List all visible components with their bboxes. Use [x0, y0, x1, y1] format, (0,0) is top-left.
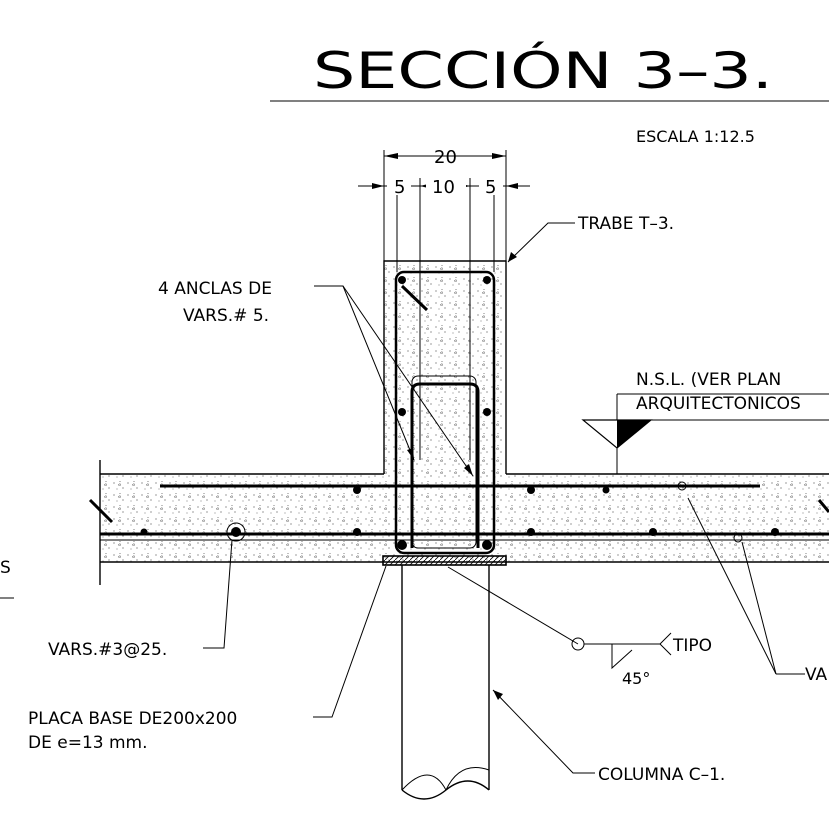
- beam-stirrup: [394, 270, 496, 555]
- rebar-marker-right-2: [733, 533, 743, 543]
- beam-outline: [383, 260, 507, 474]
- stirrup-corner-bar: [483, 276, 491, 284]
- scale-label: ESCALA 1:12.5: [636, 127, 755, 146]
- slab-rebar-callout-circle: [226, 522, 246, 542]
- label-placa-line2: DE e=13 mm.: [28, 733, 148, 753]
- column-break-curve: [401, 774, 447, 791]
- dim-left: 5: [394, 177, 405, 198]
- base-plate: [382, 555, 507, 566]
- dim-center: 10: [432, 177, 455, 198]
- slab-concrete: [100, 474, 829, 562]
- leader-weld: [447, 566, 579, 645]
- label-tipo: TIPO: [672, 636, 712, 656]
- label-anclas-line2: VARS.# 5.: [183, 306, 269, 326]
- label-nsl-line1: N.S.L. (VER PLAN: [636, 370, 781, 390]
- weld-fillet-symbol: [611, 644, 633, 670]
- label-angle: 45°: [622, 669, 650, 688]
- label-va: VA: [805, 665, 828, 685]
- nsl-level-marker-fill: [617, 420, 651, 448]
- label-columna: COLUMNA C–1.: [598, 765, 725, 785]
- beam-concrete: [384, 261, 506, 476]
- stirrup-mid-bar: [398, 408, 406, 416]
- column-break-inner: [445, 767, 490, 791]
- slab-rebar-dots: [140, 486, 779, 537]
- label-trabe: TRABE T–3.: [577, 214, 674, 234]
- leader-placa: [313, 565, 387, 718]
- label-vars-slab: VARS.#3@25.: [48, 640, 167, 660]
- stirrup-hook: [400, 284, 429, 312]
- leader-vars-slab: [203, 539, 233, 649]
- drawing-title: SECCIÓN 3–3.: [313, 41, 773, 100]
- leader-va-2: [741, 541, 777, 675]
- break-mark-right: [817, 499, 829, 513]
- stirrup-corner-bar: [398, 276, 406, 284]
- label-nsl-line2: ARQUITECTONICOS: [636, 394, 801, 414]
- rebar-marker-right: [677, 481, 687, 491]
- stirrup-bottom-bar: [482, 540, 492, 550]
- anchor-hook-top: [410, 382, 480, 548]
- label-anclas-line1: 4 ANCLAS DE: [158, 279, 272, 299]
- label-left-edge: S: [0, 558, 11, 578]
- stirrup-mid-bar: [483, 408, 491, 416]
- stirrup-bottom-bar: [397, 540, 407, 550]
- dim-overall: 20: [434, 147, 457, 168]
- label-placa-line1: PLACA BASE DE200x200: [28, 709, 237, 729]
- dim-right: 5: [485, 177, 496, 198]
- leader-trabe: [507, 222, 575, 263]
- break-mark-left: [88, 498, 114, 524]
- leader-va: [687, 497, 777, 675]
- leader-columna: [492, 689, 595, 774]
- leader-anclas-2: [342, 285, 474, 477]
- weld-tail: [659, 632, 672, 656]
